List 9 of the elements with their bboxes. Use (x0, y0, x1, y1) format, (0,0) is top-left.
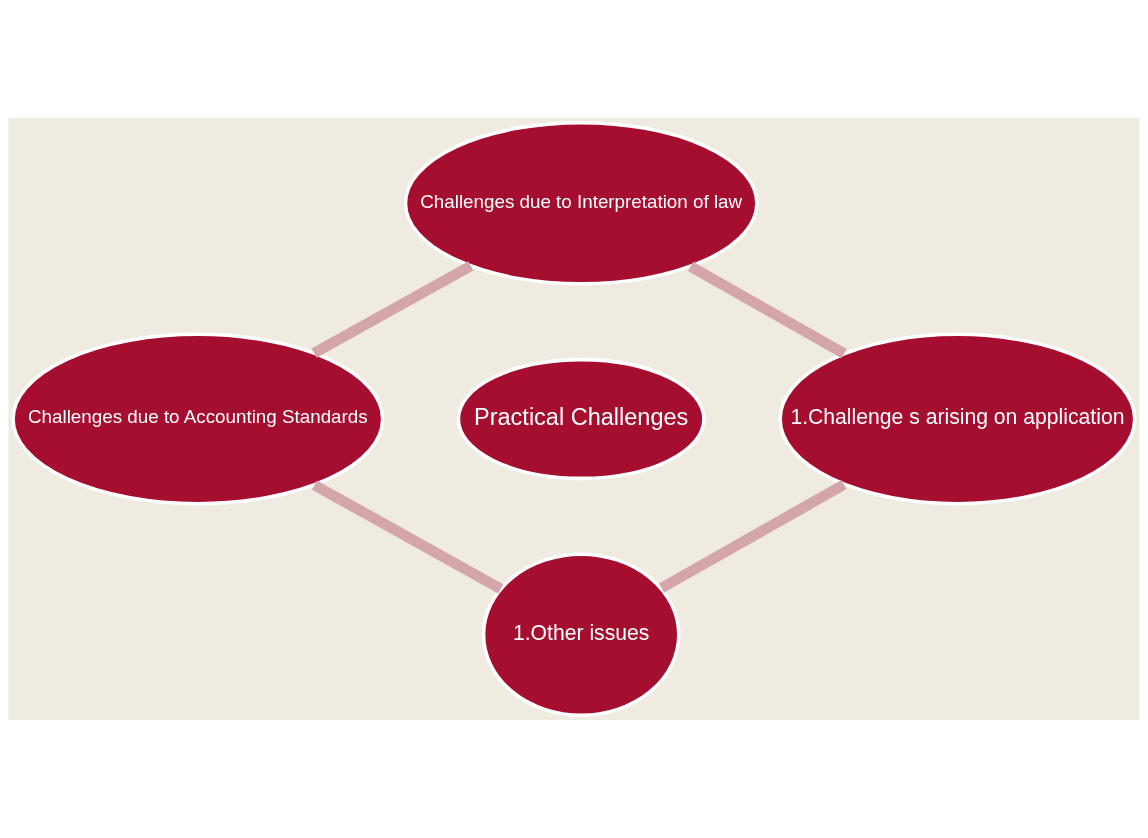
node-ellipse: Challenges due to Interpretation of law (403, 120, 759, 286)
connector (311, 261, 474, 358)
node-ellipse: 1.Challenge s arising on application (778, 332, 1137, 506)
node-ellipse: Challenges due to Accounting Standards (11, 332, 385, 506)
connector (687, 261, 847, 359)
node-ellipse: Practical Challenges (456, 357, 706, 481)
connector (311, 480, 504, 594)
connector (658, 479, 847, 593)
node-ellipse: 1.Other issues (481, 552, 681, 718)
